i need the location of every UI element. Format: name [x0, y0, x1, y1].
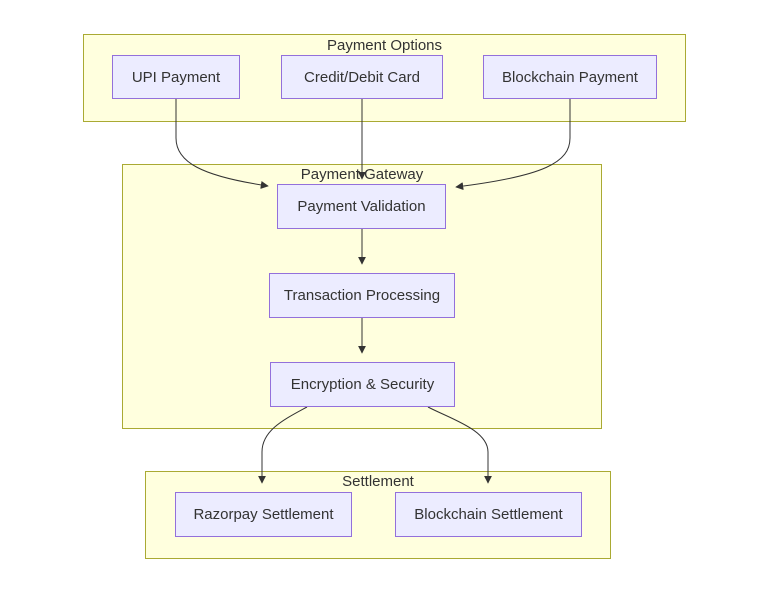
- node-razorpay-settlement: Razorpay Settlement: [175, 492, 352, 537]
- node-payment-validation: Payment Validation: [277, 184, 446, 229]
- node-credit-debit-card: Credit/Debit Card: [281, 55, 443, 99]
- cluster-title-payment-gateway: Payment Gateway: [300, 166, 424, 183]
- cluster-title-payment-options: Payment Options: [326, 37, 443, 54]
- node-blockchain-payment: Blockchain Payment: [483, 55, 657, 99]
- node-upi-payment: UPI Payment: [112, 55, 240, 99]
- node-transaction-processing: Transaction Processing: [269, 273, 455, 318]
- cluster-title-settlement: Settlement: [342, 473, 414, 490]
- node-encryption-security: Encryption & Security: [270, 362, 455, 407]
- node-blockchain-settlement: Blockchain Settlement: [395, 492, 582, 537]
